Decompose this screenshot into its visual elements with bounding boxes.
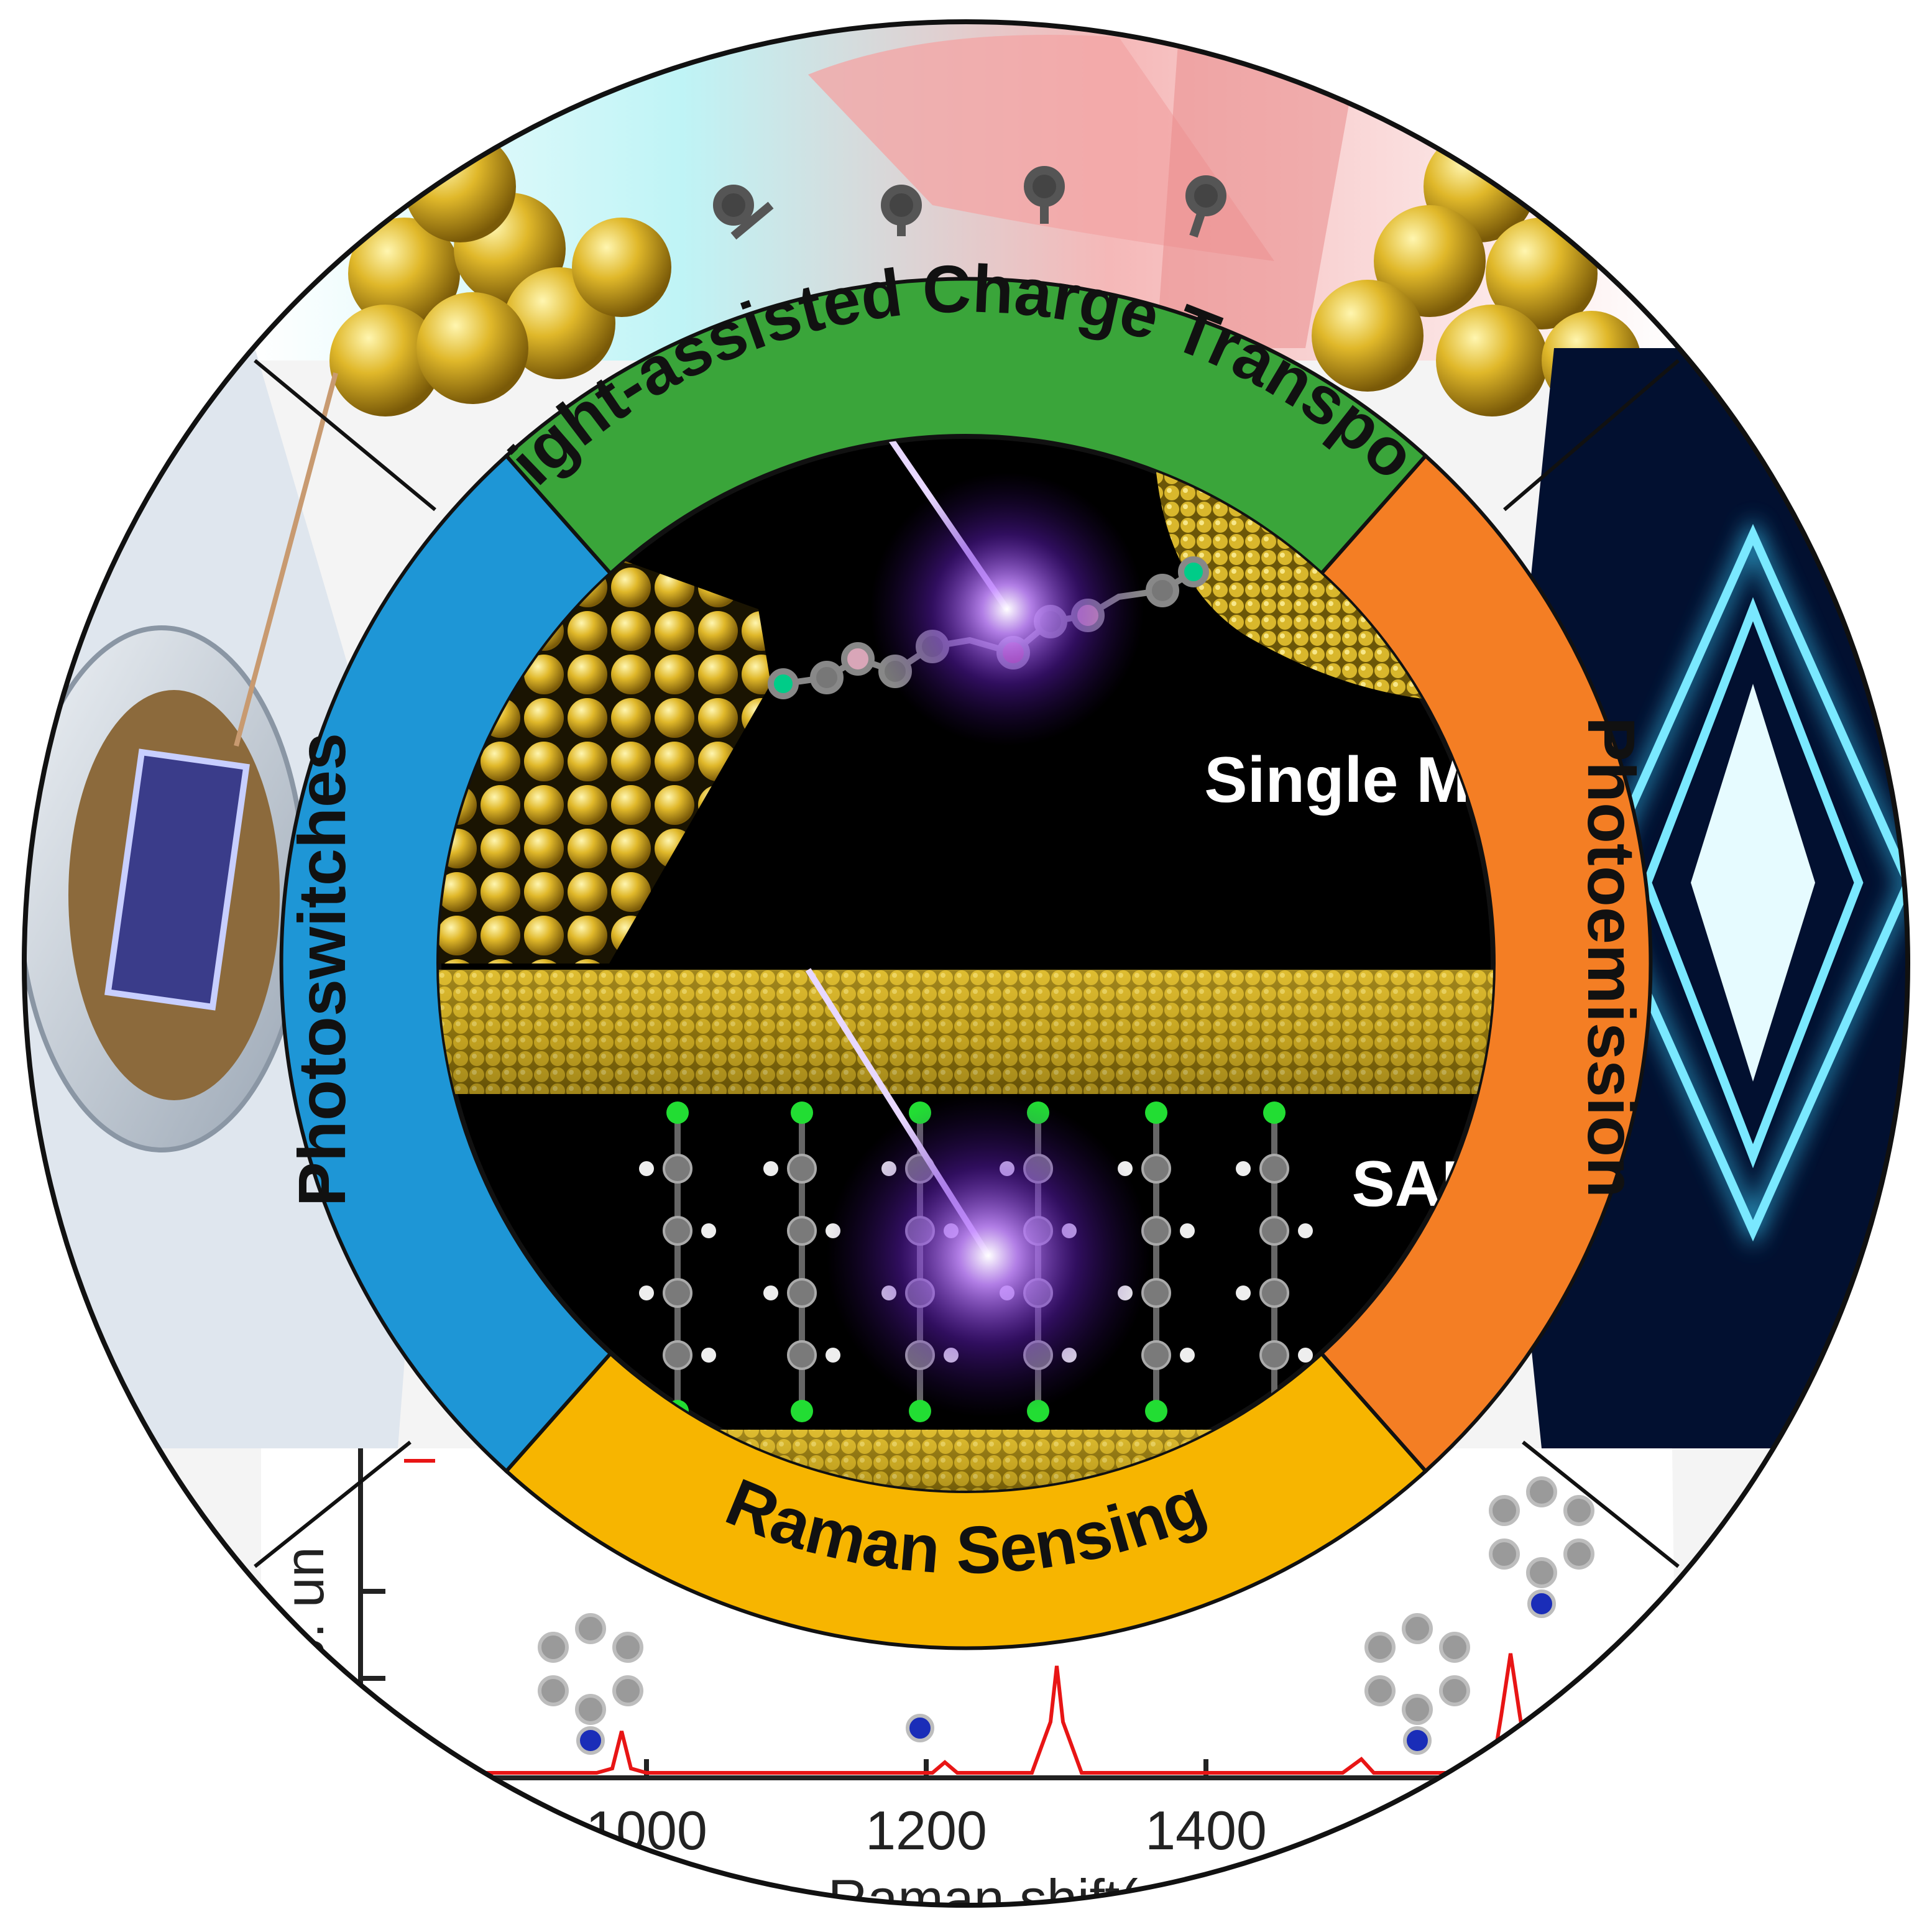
raman-y-axis-title: (arb. un: [274, 1547, 335, 1735]
label-photoswitches: Photoswitches: [284, 733, 359, 1207]
left-gold-electrode: [439, 528, 771, 964]
label-photoemission: Photoemission: [1574, 717, 1649, 1198]
raman-tick-1200: 1200: [865, 1800, 987, 1861]
raman-x-axis-title: Raman shift(cm: [828, 1868, 1211, 1927]
raman-tick-1400: 1400: [1145, 1800, 1267, 1861]
top-probe-molecules: [713, 166, 1226, 240]
raman-spectrum-line: [373, 1653, 1666, 1775]
category-ring: [279, 277, 1653, 1650]
lower-laser-glow: [827, 1094, 1150, 1417]
upper-laser-glow: [870, 472, 1144, 746]
outer-circle-outline: [22, 19, 1910, 1908]
panel-dividers: [254, 359, 1680, 1568]
raman-pyridine-molecules: [538, 1476, 1594, 1755]
label-single-mj: Single MJ: [1204, 744, 1506, 816]
